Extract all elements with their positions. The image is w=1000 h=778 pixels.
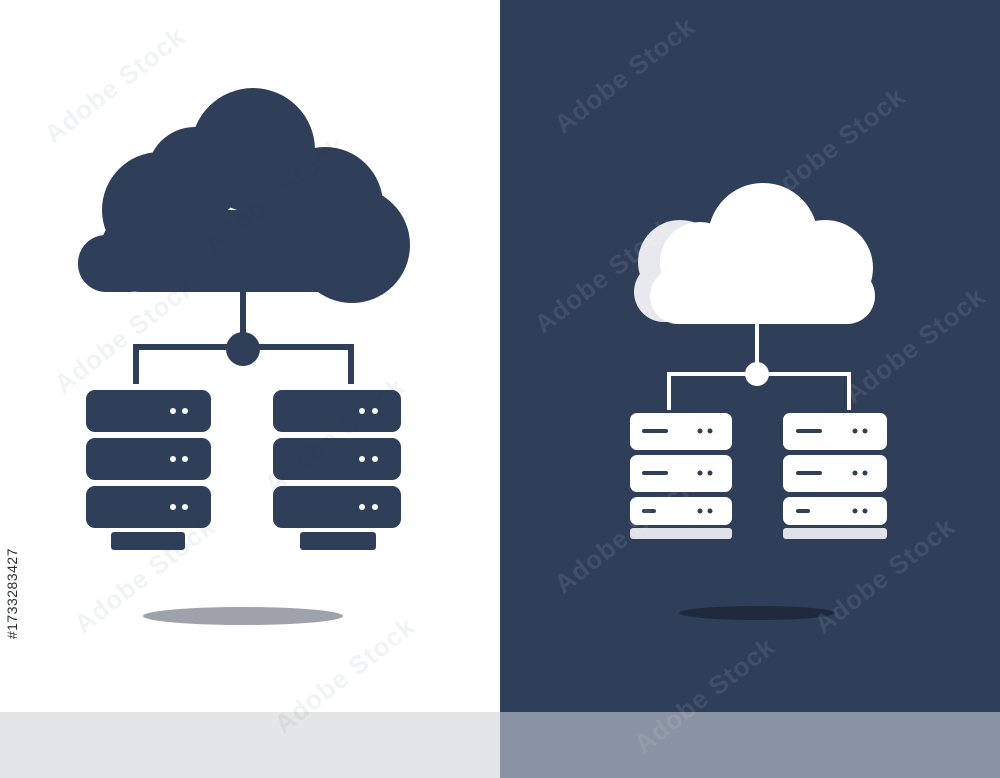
server-rack-icon [273, 390, 401, 550]
floor-shadow [143, 607, 343, 625]
left-panel: Adobe Stock Adobe Stock Adobe Stock Adob… [0, 20, 500, 778]
right-panel: Adobe Stock Adobe Stock Adobe Stock Adob… [500, 0, 1000, 778]
server-rack-icon [86, 390, 211, 550]
cloud-icon [634, 183, 875, 324]
cloud-icon [78, 88, 410, 303]
right-illustration [500, 0, 1000, 778]
left-floor [0, 712, 500, 778]
right-background [500, 0, 1000, 712]
left-illustration [0, 88, 500, 778]
server-rack-icon [630, 413, 732, 539]
floor-shadow [679, 606, 835, 620]
right-floor [500, 712, 1000, 778]
network-hub-node [745, 362, 769, 386]
network-hub-node [226, 332, 260, 366]
stock-id-label: #1733283427 [4, 548, 20, 640]
server-rack-icon [783, 413, 887, 539]
